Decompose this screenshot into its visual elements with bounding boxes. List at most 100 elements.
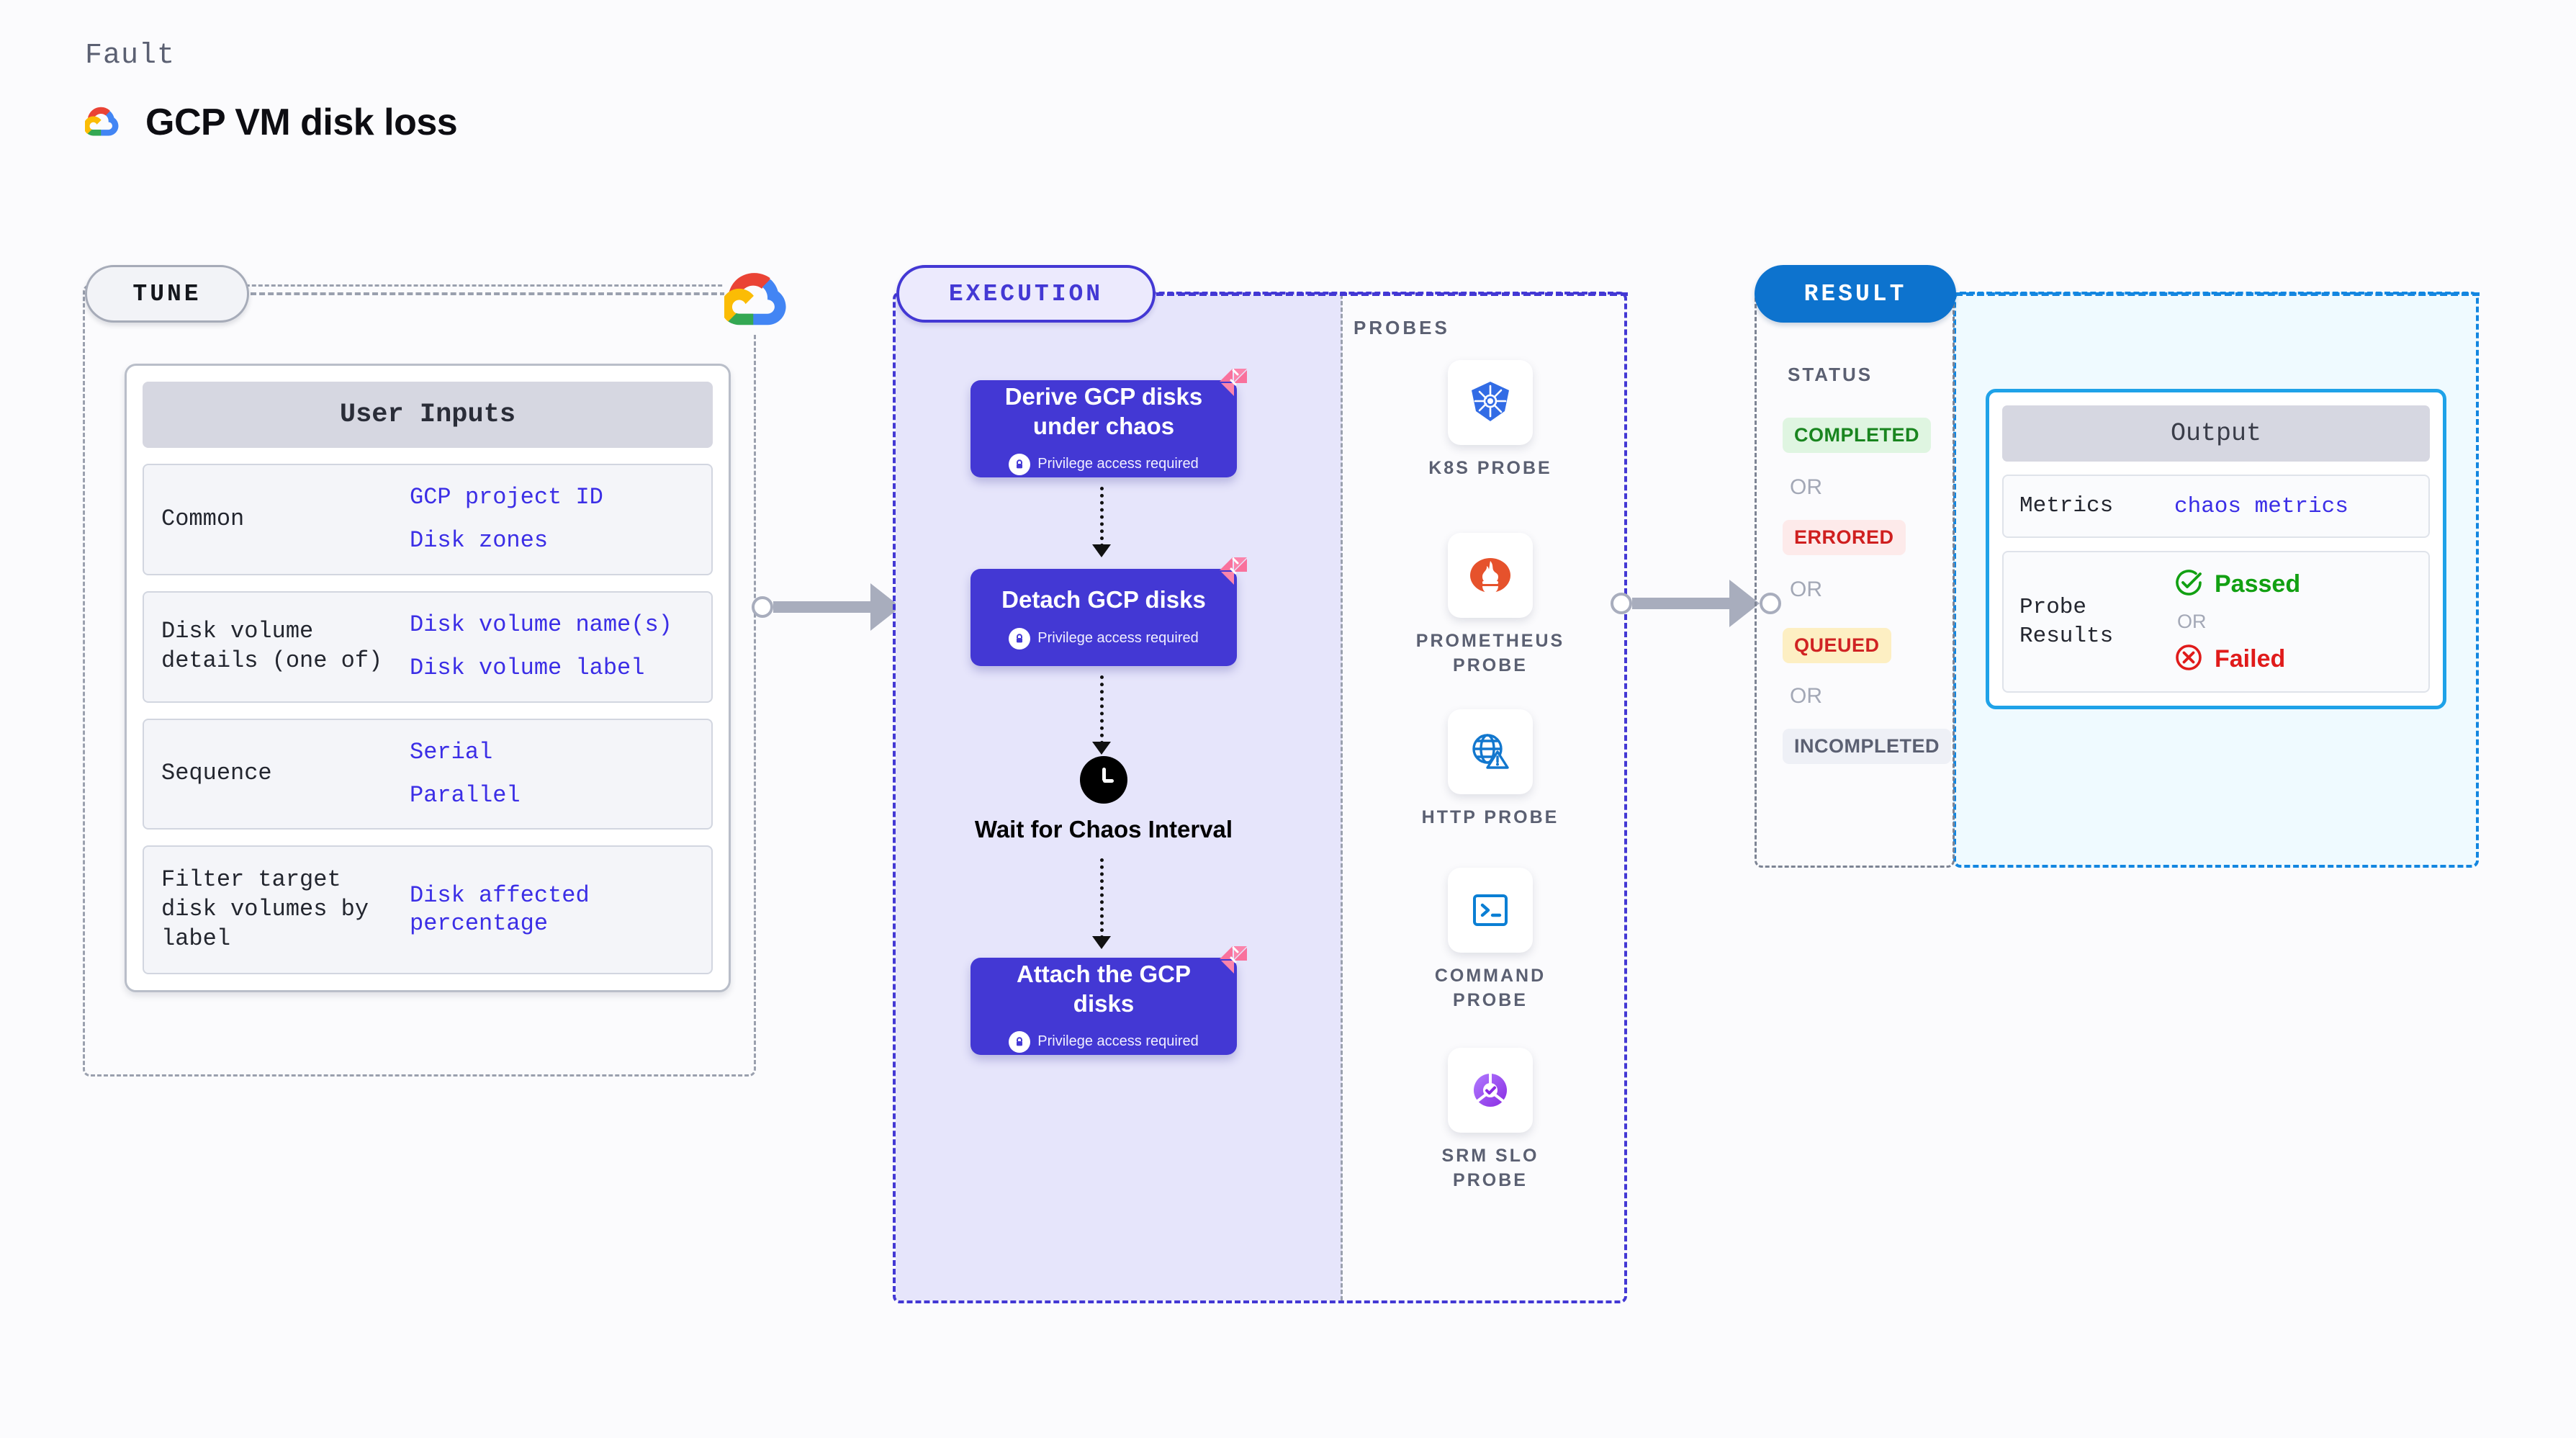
lock-icon [1009,1030,1031,1053]
lock-icon [1009,627,1031,650]
metrics-link[interactable]: chaos metrics [2174,493,2348,519]
status-or-label: OR [1790,684,1822,708]
arrow-shaft [773,601,870,613]
page-title-row: GCP VM disk loss [85,101,458,144]
probes-section-label: PROBES [1354,317,1450,338]
probe-item-k8s[interactable]: K8S PROBE [1404,360,1577,481]
user-inputs-title: User Inputs [143,382,713,448]
execution-step[interactable]: Derive GCP disks under chaos Privilege a… [970,369,1247,477]
connector-line [1100,487,1104,547]
kubernetes-icon [1448,360,1533,445]
wait-for-chaos-interval-node: Wait for Chaos Interval [970,756,1237,844]
execution-step[interactable]: Attach the GCP disks Privilege access re… [970,946,1247,1055]
lock-icon [1009,453,1031,475]
page-eyebrow: Fault [85,40,176,72]
probe-failed-label: Failed [2215,645,2286,673]
privilege-note: Privilege access required [1009,627,1199,650]
user-input-value[interactable]: Disk volume name(s) [410,611,672,638]
user-input-row[interactable]: Sequence Serial Parallel [143,718,713,830]
user-input-value[interactable]: Disk zones [410,527,549,554]
user-inputs-card: User Inputs Common GCP project ID Disk z… [125,364,731,993]
chaos-fault-icon [1214,550,1253,593]
clock-icon [1080,756,1127,804]
user-input-key: Disk volume details (one of) [161,618,383,675]
tab-tune[interactable]: TUNE [85,265,249,323]
http-globe-warning-icon [1448,709,1533,794]
probe-results-values: Passed OR Failed [2174,568,2300,675]
execution-leader-line [1156,292,1628,296]
chaos-fault-icon [1214,939,1253,981]
chaos-fault-icon [1214,361,1253,404]
page-title: GCP VM disk loss [145,102,458,143]
user-input-value[interactable]: Disk volume label [410,655,645,682]
arrow-shaft [1632,598,1729,609]
connector-arrowhead [1092,544,1111,557]
status-or-label: OR [1790,475,1822,499]
result-leader-line [1955,292,2480,296]
privilege-note-text: Privilege access required [1037,1033,1199,1050]
probe-label: COMMAND PROBE [1434,966,1546,1010]
output-row-metrics[interactable]: Metrics chaos metrics [2002,475,2430,539]
output-row-probe-results[interactable]: Probe Results Passed OR [2002,551,2430,693]
execution-step[interactable]: Detach GCP disks Privilege access requir… [970,557,1247,666]
check-circle-icon [2174,568,2203,601]
output-card: Output Metrics chaos metrics Probe Resul… [1986,389,2446,710]
user-input-values: GCP project ID Disk zones [410,484,603,555]
probe-result-passed: Passed [2174,568,2300,601]
privilege-note-text: Privilege access required [1037,630,1199,647]
user-input-value[interactable]: Serial [410,738,493,765]
privilege-note: Privilege access required [1009,1030,1199,1053]
user-input-key: Common [161,505,245,532]
terminal-icon [1448,868,1533,953]
user-input-values: Disk affected percentage [410,882,694,938]
privilege-note-text: Privilege access required [1037,456,1199,472]
probe-item-command[interactable]: COMMAND PROBE [1404,868,1577,1013]
execution-step-title: Attach the GCP disks [1016,961,1192,1017]
output-row-key: Metrics [2019,493,2114,518]
user-input-row[interactable]: Common GCP project ID Disk zones [143,464,713,575]
execution-step-title: Derive GCP disks under chaos [1004,383,1203,439]
probe-label: K8S PROBE [1428,458,1552,478]
user-input-values: Serial Parallel [410,739,521,810]
status-badge-completed: COMPLETED [1783,418,1932,453]
srm-slo-icon [1448,1048,1533,1133]
user-input-key: Filter target disk volumes by label [161,866,369,953]
status-badge-queued: QUEUED [1783,628,1891,663]
tune-leader-line [251,292,726,295]
user-input-row[interactable]: Disk volume details (one of) Disk volume… [143,590,713,703]
probe-item-http[interactable]: HTTP PROBE [1404,709,1577,830]
tab-execution[interactable]: EXECUTION [896,265,1156,323]
status-section-label: STATUS [1788,364,1873,385]
connector-arrowhead [1092,936,1111,949]
probe-item-srm-slo[interactable]: SRM SLO PROBE [1404,1048,1577,1193]
user-input-value[interactable]: Parallel [410,781,521,809]
gcp-logo-icon [85,104,125,140]
probe-result-failed: Failed [2174,643,2300,675]
output-card-title: Output [2002,405,2430,462]
tab-result[interactable]: RESULT [1755,265,1956,323]
status-badge-incompleted: INCOMPLETED [1783,729,1952,764]
probe-label: SRM SLO PROBE [1441,1146,1539,1190]
connector-line [1100,858,1104,939]
probe-label: PROMETHEUS PROBE [1415,631,1565,675]
probe-result-or-label: OR [2177,611,2207,633]
connector-line [1100,675,1104,745]
wait-node-label: Wait for Chaos Interval [974,816,1233,842]
user-input-value[interactable]: Disk affected percentage [410,882,590,937]
arrow-start-dot [752,596,773,618]
prometheus-icon [1448,533,1533,618]
privilege-note: Privilege access required [1009,453,1199,475]
probes-divider [1341,295,1343,1300]
connector-arrowhead [1092,742,1111,755]
user-input-row[interactable]: Filter target disk volumes by label Disk… [143,845,713,975]
output-row-key: Probe Results [2019,594,2114,649]
arrow-start-dot [1611,593,1632,614]
gcp-logo-icon [721,264,795,334]
arrow-end-dot [1760,593,1781,614]
user-input-value[interactable]: GCP project ID [410,484,603,511]
x-circle-icon [2174,643,2203,675]
probe-passed-label: Passed [2215,570,2301,598]
user-input-values: Disk volume name(s) Disk volume label [410,611,672,683]
probe-item-prometheus[interactable]: PROMETHEUS PROBE [1404,533,1577,678]
